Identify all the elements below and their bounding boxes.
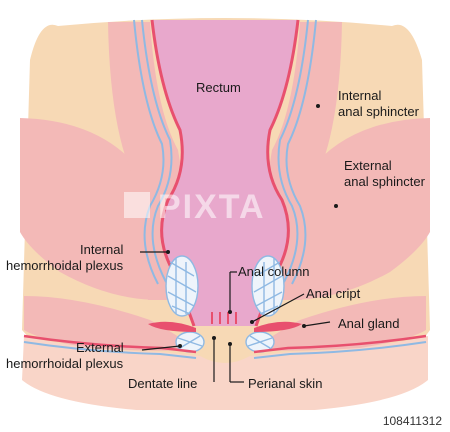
external-sphincter-lower-left <box>24 296 196 351</box>
vein-line-right-1 <box>277 19 309 283</box>
footer-bar: 108411312 <box>0 410 450 432</box>
label-internal-sphincter-line2: anal sphincter <box>338 104 420 119</box>
vein-line-left-2 <box>133 19 165 285</box>
external-sphincter-lower-right <box>254 296 426 351</box>
label-anal-cript: Anal cript <box>306 286 361 301</box>
label-internal-plexus-line1: Internal <box>80 242 123 257</box>
label-internal-sphincter-line1: Internal <box>338 88 381 103</box>
watermark-text: PIXTA <box>158 188 266 226</box>
anal-columns <box>211 312 237 324</box>
label-external-sphincter-line1: External <box>344 158 392 173</box>
vein-line-right-2 <box>285 19 317 285</box>
perianal-skin-region <box>22 336 428 414</box>
skin-vein-right <box>253 341 427 359</box>
label-external-sphincter-line2: anal sphincter <box>344 174 426 189</box>
internal-hemorrhoidal-plexus-left <box>165 255 199 317</box>
skin-edge-right <box>253 334 427 354</box>
external-hemorrhoidal-plexus-left <box>175 331 205 353</box>
anal-gland-right <box>254 321 302 332</box>
label-external-plexus-line1: External <box>76 340 124 355</box>
rectum-lumen <box>152 20 298 326</box>
pixta-watermark: PIXTA <box>124 188 266 226</box>
mucosa-edge-right <box>254 19 300 327</box>
leader-lines <box>140 251 331 383</box>
leader-dots <box>166 104 338 348</box>
skin-edge-left <box>23 334 197 354</box>
internal-hemorrhoidal-plexus-right <box>251 255 285 317</box>
image-id: 108411312 <box>382 414 442 428</box>
vein-line-left-1 <box>141 19 173 283</box>
label-perianal-skin: Perianal skin <box>248 376 322 391</box>
skin-vein-left <box>23 341 197 359</box>
label-dentate-line: Dentate line <box>128 376 197 391</box>
label-anal-gland: Anal gland <box>338 316 399 331</box>
label-internal-plexus-line2: hemorrhoidal plexus <box>6 258 124 273</box>
anal-gland-left <box>148 321 196 332</box>
mucosa-edge-left <box>150 19 196 327</box>
label-external-plexus-line2: hemorrhoidal plexus <box>6 356 124 371</box>
label-rectum: Rectum <box>196 80 241 95</box>
label-anal-column: Anal column <box>238 264 310 279</box>
